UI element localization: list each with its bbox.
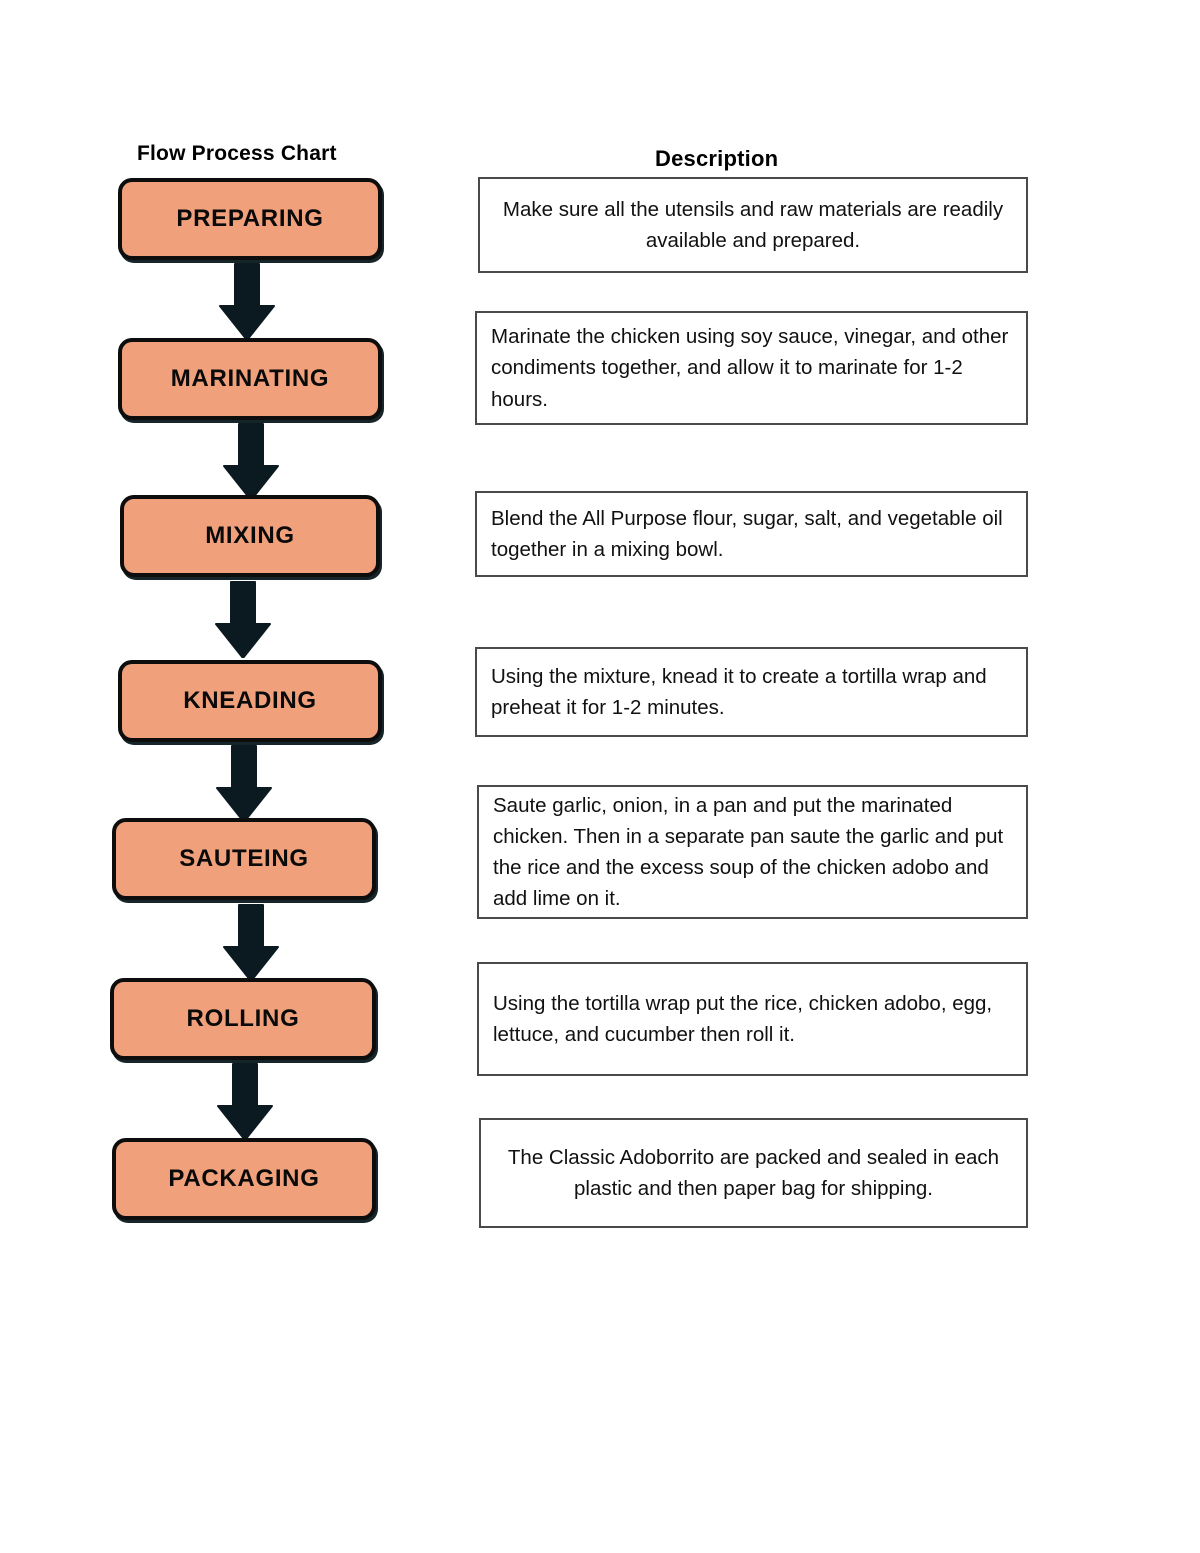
description-text: Make sure all the utensils and raw mater… <box>502 197 1004 252</box>
process-label: PACKAGING <box>168 1165 320 1192</box>
process-box-sauteing[interactable]: SAUTEING <box>112 818 376 900</box>
flow-arrow-down-6 <box>216 1062 274 1140</box>
process-label: ROLLING <box>186 1005 300 1032</box>
description-box-sauteing: Saute garlic, onion, in a pan and put th… <box>477 785 1028 919</box>
process-label: KNEADING <box>183 687 317 714</box>
description-box-kneading: Using the mixture, knead it to create a … <box>475 647 1028 737</box>
flow-arrow-down-2 <box>222 422 280 500</box>
process-box-marinating[interactable]: MARINATING <box>118 338 382 420</box>
description-text: Marinate the chicken using soy sauce, vi… <box>491 325 1009 411</box>
process-box-mixing[interactable]: MIXING <box>120 495 380 577</box>
description-text: Using the tortilla wrap put the rice, ch… <box>493 991 993 1046</box>
description-text: Blend the All Purpose flour, sugar, salt… <box>491 506 1003 561</box>
process-box-packaging[interactable]: PACKAGING <box>112 1138 376 1220</box>
process-label: SAUTEING <box>179 845 309 872</box>
flow-arrow-down-5 <box>222 903 280 981</box>
process-box-preparing[interactable]: PREPARING <box>118 178 382 260</box>
flow-arrow-down-1 <box>218 262 276 340</box>
process-box-kneading[interactable]: KNEADING <box>118 660 382 742</box>
description-box-rolling: Using the tortilla wrap put the rice, ch… <box>477 962 1028 1076</box>
description-box-preparing: Make sure all the utensils and raw mater… <box>478 177 1028 273</box>
process-label: MARINATING <box>170 365 330 392</box>
description-text: The Classic Adoborrito are packed and se… <box>507 1145 1000 1200</box>
description-box-packaging: The Classic Adoborrito are packed and se… <box>479 1118 1028 1228</box>
process-flow-column: PREPARING MARINATING MIXING KNEADIN <box>0 0 460 1553</box>
flow-arrow-down-3 <box>214 580 272 658</box>
description-box-marinating: Marinate the chicken using soy sauce, vi… <box>475 311 1028 425</box>
process-label: PREPARING <box>176 205 324 232</box>
flow-arrow-down-4 <box>215 744 273 822</box>
description-box-mixing: Blend the All Purpose flour, sugar, salt… <box>475 491 1028 577</box>
description-text: Using the mixture, knead it to create a … <box>491 664 987 719</box>
flow-chart-column-title: Flow Process Chart <box>137 142 337 165</box>
description-text: Saute garlic, onion, in a pan and put th… <box>493 793 1004 911</box>
process-box-rolling[interactable]: ROLLING <box>110 978 376 1060</box>
process-label: MIXING <box>205 522 295 549</box>
description-column-title: Description <box>655 146 779 171</box>
